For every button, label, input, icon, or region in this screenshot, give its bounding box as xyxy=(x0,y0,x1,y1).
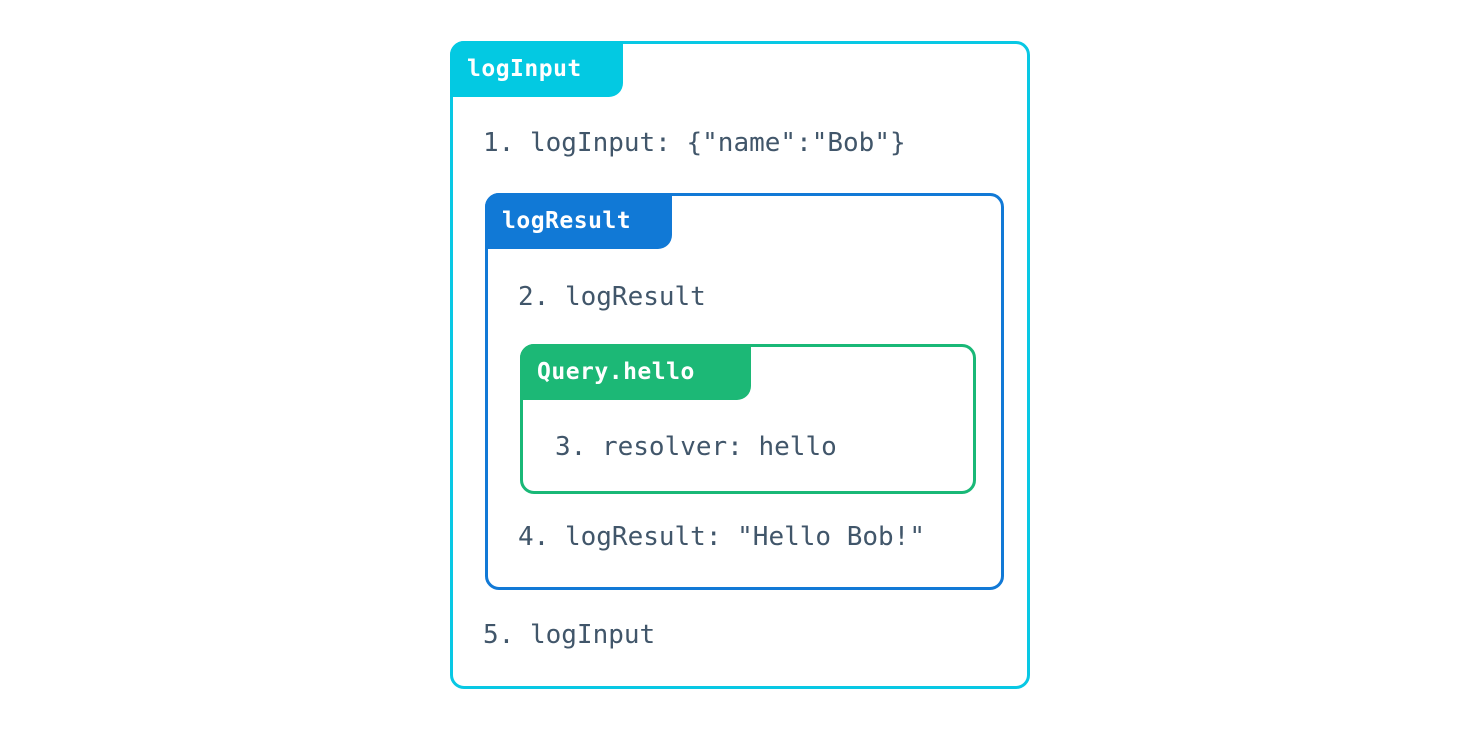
trace-box-loginput: logInput 1. logInput: {"name":"Bob"} log… xyxy=(450,41,1030,689)
trace-box-logresult: logResult 2. logResult Query.hello 3. re… xyxy=(485,193,1004,590)
trace-box-query-hello: Query.hello 3. resolver: hello xyxy=(520,344,976,494)
trace-line-5: 5. logInput xyxy=(483,620,656,650)
trace-line-3: 3. resolver: hello xyxy=(555,432,837,462)
trace-line-2: 2. logResult xyxy=(518,282,706,312)
trace-tab-logresult: logResult xyxy=(485,193,672,249)
trace-tab-loginput: logInput xyxy=(450,41,623,97)
trace-line-1: 1. logInput: {"name":"Bob"} xyxy=(483,128,906,158)
trace-tab-query-hello: Query.hello xyxy=(520,344,751,400)
trace-line-4: 4. logResult: "Hello Bob!" xyxy=(518,522,925,552)
